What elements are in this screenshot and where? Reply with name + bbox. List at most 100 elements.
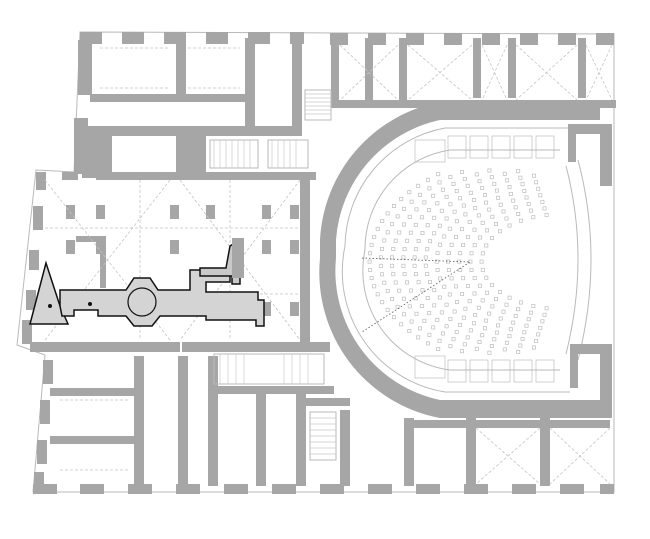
seat	[401, 263, 406, 268]
seat	[425, 296, 430, 300]
seat	[460, 349, 464, 354]
seat	[534, 338, 539, 343]
seat	[461, 243, 466, 247]
seat	[401, 255, 406, 260]
seat	[508, 327, 513, 332]
seat	[416, 335, 421, 340]
boxes-bottom	[414, 355, 555, 383]
seat	[504, 302, 509, 307]
seat	[372, 284, 377, 289]
seat	[471, 321, 476, 326]
seat	[494, 330, 499, 335]
seat	[409, 199, 414, 204]
seat	[452, 209, 457, 214]
seat	[518, 175, 523, 180]
seat	[494, 222, 498, 226]
seat	[484, 200, 489, 205]
seat	[540, 199, 545, 204]
seat	[378, 263, 383, 268]
seat	[454, 300, 459, 304]
seat	[534, 180, 539, 185]
seat	[419, 215, 424, 220]
seat	[448, 344, 453, 349]
north-wing-walls	[74, 32, 616, 180]
seat	[452, 309, 457, 314]
seat	[458, 322, 463, 327]
seat	[435, 268, 440, 273]
seat	[542, 312, 547, 317]
seat	[420, 288, 425, 293]
seat	[401, 222, 406, 227]
seat	[513, 313, 518, 318]
seat	[391, 272, 396, 277]
seat	[454, 189, 459, 194]
seat	[418, 192, 422, 197]
seat	[416, 280, 421, 285]
seat	[461, 276, 466, 281]
south-stair	[213, 353, 337, 461]
seat	[490, 304, 495, 309]
seat	[498, 316, 503, 321]
seat	[413, 222, 418, 227]
seat	[432, 303, 437, 308]
seat	[393, 280, 398, 285]
seat	[494, 297, 498, 302]
seat	[511, 198, 516, 203]
building-outline	[16, 31, 615, 493]
seat	[369, 276, 374, 281]
seat	[462, 342, 467, 347]
seat	[448, 316, 453, 321]
seat	[520, 337, 525, 341]
seat	[437, 338, 442, 343]
seat	[447, 292, 452, 297]
seat	[538, 193, 543, 198]
seat	[520, 182, 525, 187]
seat	[407, 304, 412, 309]
seat	[460, 227, 465, 232]
seat	[522, 330, 527, 335]
seat	[496, 195, 501, 200]
seat	[418, 326, 422, 331]
seat	[427, 311, 432, 316]
seat	[385, 288, 390, 293]
seat	[467, 220, 472, 224]
seat	[494, 188, 499, 193]
seat	[474, 346, 479, 351]
seat	[490, 214, 495, 219]
seat	[508, 191, 513, 196]
seat	[480, 186, 485, 190]
seat	[419, 303, 424, 308]
west-hall-walls	[22, 172, 330, 352]
seat	[436, 347, 441, 351]
seat	[385, 230, 390, 235]
seat	[439, 310, 444, 315]
seat	[407, 214, 412, 219]
seat	[391, 247, 396, 251]
seat	[412, 263, 417, 268]
seat	[385, 307, 390, 312]
seat	[402, 312, 407, 317]
seat	[477, 235, 482, 240]
seat	[536, 186, 541, 191]
seat	[444, 194, 449, 199]
seat	[428, 280, 432, 284]
seat	[451, 337, 456, 342]
seat	[402, 272, 407, 277]
seat	[518, 300, 523, 305]
seat	[516, 212, 521, 216]
seat	[431, 193, 436, 198]
seat	[468, 328, 473, 333]
seat	[471, 197, 476, 202]
seat	[432, 287, 437, 292]
seat	[458, 268, 463, 272]
seat	[454, 284, 458, 289]
seat	[518, 343, 523, 348]
seat	[409, 319, 414, 324]
seat	[427, 208, 432, 213]
seat	[397, 230, 402, 235]
seat	[438, 276, 443, 281]
seat	[505, 178, 510, 183]
seat	[425, 223, 430, 228]
seat	[531, 215, 536, 220]
